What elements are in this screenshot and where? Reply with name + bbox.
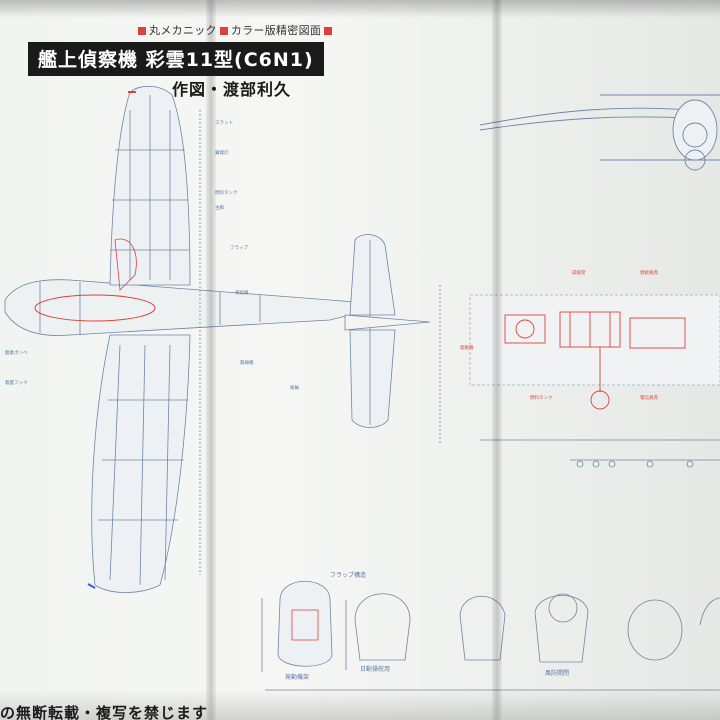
bottom-shadow	[0, 690, 720, 720]
section-label: 発動機架	[285, 674, 310, 681]
annotation-label: 翼端灯	[215, 151, 229, 156]
front-view-aircraft	[479, 94, 720, 171]
red-square-icon	[219, 27, 228, 35]
series-label: 丸メカニック	[149, 24, 217, 37]
section-label: 風防開閉	[545, 670, 570, 677]
annotation-label: フラップ	[230, 246, 248, 251]
annotation-label-red: 発動機	[460, 346, 474, 351]
paper-fold-left	[206, 0, 216, 720]
annotation-label: 補助翼	[235, 291, 249, 296]
copyright-notice: の無断転載・複写を禁じます	[0, 704, 209, 720]
tail-planform	[344, 234, 431, 428]
annotation-label: 燃料タンク	[215, 191, 238, 196]
plan-view-aircraft	[4, 85, 391, 593]
drawing-title: 艦上偵察機 彩雲11型(C6N1)	[28, 42, 324, 76]
cross-sections	[261, 580, 720, 691]
annotation-label: スラット	[215, 121, 233, 126]
series-header: 丸メカニックカラー版精密図面	[135, 22, 335, 38]
annotation-label: 無線機	[240, 361, 254, 366]
annotation-label-red: 燃料タンク	[530, 396, 553, 401]
annotation-label: 主脚	[215, 206, 224, 211]
paper-fold-right	[492, 0, 502, 720]
drawing-author: 作図・渡部利久	[172, 80, 292, 99]
annotation-label: 着艦フック	[5, 381, 28, 386]
annotation-label-red: 操縦席	[572, 271, 586, 276]
series-subtitle: カラー版精密図面	[230, 24, 322, 37]
annotation-label-red: 電信員席	[640, 396, 658, 401]
annotation-label: 尾輪	[290, 386, 299, 391]
red-square-icon	[324, 27, 333, 35]
section-label: 日動操舵用	[360, 666, 391, 673]
section-label: フラップ構造	[330, 572, 367, 579]
annotation-label: 酸素ボンベ	[5, 351, 28, 356]
top-shadow	[0, 0, 720, 18]
annotation-label-red: 偵察員席	[640, 271, 658, 276]
red-square-icon	[138, 27, 146, 35]
side-view-aircraft	[439, 285, 720, 468]
